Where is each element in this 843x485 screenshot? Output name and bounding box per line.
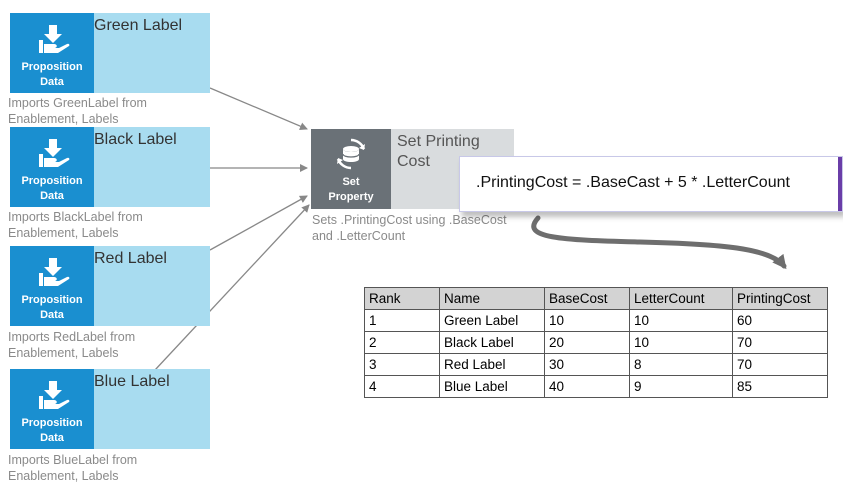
tile-label: Proposition Data — [21, 175, 83, 202]
node-description: Imports BlueLabel from Enablement, Label… — [8, 453, 138, 483]
proposition-tile: Proposition Data — [10, 369, 94, 449]
table-header-row: Rank Name BaseCost LetterCount PrintingC… — [364, 287, 828, 310]
table-cell: 9 — [629, 375, 733, 398]
table-row: 2 Black Label 20 10 70 — [364, 331, 828, 354]
column-header: BaseCost — [544, 287, 630, 310]
set-property-node[interactable]: Set Property Set Printing Cost — [311, 129, 514, 209]
callout-accent-bar — [838, 157, 842, 211]
proposition-tile: Proposition Data — [10, 13, 94, 93]
table-cell: 8 — [629, 353, 733, 376]
node-title: Set Printing Cost — [397, 133, 480, 170]
node-description: Imports RedLabel from Enablement, Labels — [8, 330, 136, 360]
node-title: Green Label — [94, 17, 183, 34]
tile-label: Proposition Data — [21, 294, 83, 321]
table-cell: 70 — [732, 331, 828, 354]
proposition-node-blue[interactable]: Proposition Data Blue Label — [10, 369, 210, 449]
formula-to-table-arrow — [531, 215, 787, 270]
table-cell: 10 — [629, 331, 733, 354]
table-cell: 10 — [629, 309, 733, 332]
formula-text: .PrintingCost = .BaseCast + 5 * .LetterC… — [476, 174, 790, 191]
set-property-tile: Set Property — [311, 129, 391, 209]
node-title: Black Label — [94, 131, 177, 148]
hand-download-icon — [39, 139, 70, 167]
table-cell: Blue Label — [439, 375, 545, 398]
table-cell: Red Label — [439, 353, 545, 376]
tile-label: Set Property — [328, 176, 374, 203]
results-table: Rank Name BaseCost LetterCount PrintingC… — [364, 287, 828, 398]
node-description: Imports GreenLabel from Enablement, Labe… — [8, 96, 147, 126]
node-description: Imports BlackLabel from Enablement, Labe… — [8, 210, 143, 240]
hand-download-icon — [39, 381, 70, 409]
proposition-node-black[interactable]: Proposition Data Black Label — [10, 127, 210, 207]
formula-callout: .PrintingCost = .BaseCast + 5 * .LetterC… — [459, 156, 843, 212]
table-cell: 85 — [732, 375, 828, 398]
table-row: 4 Blue Label 40 9 85 — [364, 375, 828, 398]
table-cell: Green Label — [439, 309, 545, 332]
table-cell: 60 — [732, 309, 828, 332]
connector-blue — [154, 204, 310, 371]
hand-download-icon — [39, 25, 70, 53]
node-description: Sets .PrintingCost using .BaseCost and .… — [312, 213, 507, 243]
node-title: Red Label — [94, 250, 167, 267]
node-title: Blue Label — [94, 373, 170, 390]
table-row: 3 Red Label 30 8 70 — [364, 353, 828, 376]
tile-label: Proposition Data — [21, 61, 83, 88]
table-cell: 40 — [544, 375, 630, 398]
table-cell: Black Label — [439, 331, 545, 354]
column-header: Rank — [364, 287, 440, 310]
table-cell: 1 — [364, 309, 440, 332]
column-header: LetterCount — [629, 287, 733, 310]
hand-download-icon — [39, 258, 70, 286]
table-cell: 10 — [544, 309, 630, 332]
table-cell: 70 — [732, 353, 828, 376]
proposition-tile: Proposition Data — [10, 127, 94, 207]
column-header: PrintingCost — [732, 287, 828, 310]
table-row: 1 Green Label 10 10 60 — [364, 309, 828, 332]
connector-red — [209, 195, 308, 251]
table-cell: 30 — [544, 353, 630, 376]
proposition-tile: Proposition Data — [10, 246, 94, 326]
proposition-node-green[interactable]: Proposition Data Green Label — [10, 13, 210, 93]
table-cell: 2 — [364, 331, 440, 354]
proposition-node-red[interactable]: Proposition Data Red Label — [10, 246, 210, 326]
connector-green — [209, 87, 308, 130]
table-cell: 4 — [364, 375, 440, 398]
tile-label: Proposition Data — [21, 417, 83, 444]
gear-refresh-icon — [336, 138, 366, 170]
table-cell: 3 — [364, 353, 440, 376]
column-header: Name — [439, 287, 545, 310]
table-cell: 20 — [544, 331, 630, 354]
